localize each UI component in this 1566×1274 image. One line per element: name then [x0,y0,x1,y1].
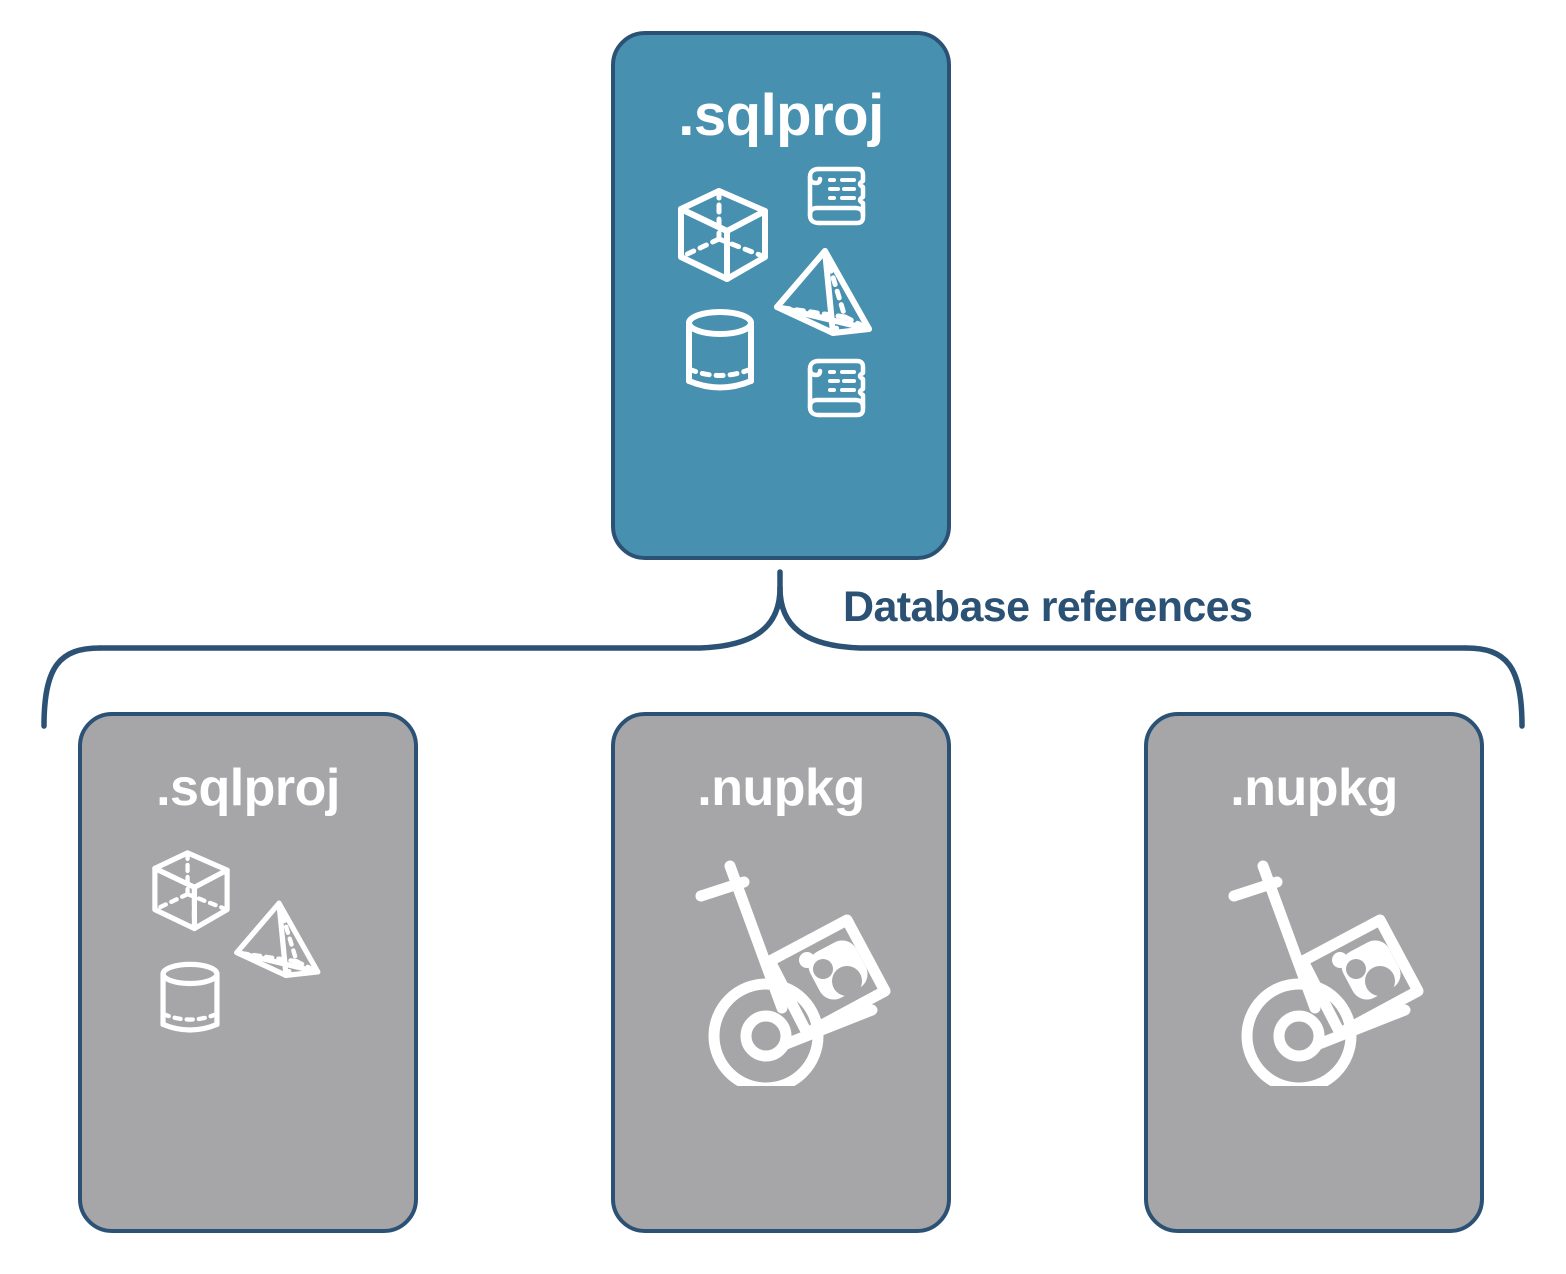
scroll-icon [799,349,871,434]
child-1-icon-cluster [128,846,368,1096]
node-root-label: .sqlproj [678,83,884,148]
hand-truck-package-icon [664,856,914,1094]
node-child-2-label: .nupkg [697,759,865,817]
node-sqlproj-child[interactable]: .sqlproj [78,712,418,1233]
bracket-label: Database references [843,583,1253,631]
cube-icon [673,183,773,288]
node-nupkg-child-1[interactable]: .nupkg [611,712,951,1233]
root-icon-cluster [678,157,881,429]
pyramid-icon [767,245,875,350]
child-2-icon-cluster [661,846,901,1096]
hand-truck-package-icon [1197,856,1447,1094]
node-sqlproj-root[interactable]: .sqlproj [611,31,951,560]
scroll-icon [799,157,871,242]
cylinder-icon [681,307,759,404]
node-child-3-label: .nupkg [1230,759,1398,817]
cylinder-icon [156,960,224,1045]
node-nupkg-child-2[interactable]: .nupkg [1144,712,1484,1233]
node-child-1-label: .sqlproj [156,759,340,817]
cube-icon [148,846,234,937]
pyramid-icon [228,898,323,991]
child-3-icon-cluster [1194,846,1434,1096]
